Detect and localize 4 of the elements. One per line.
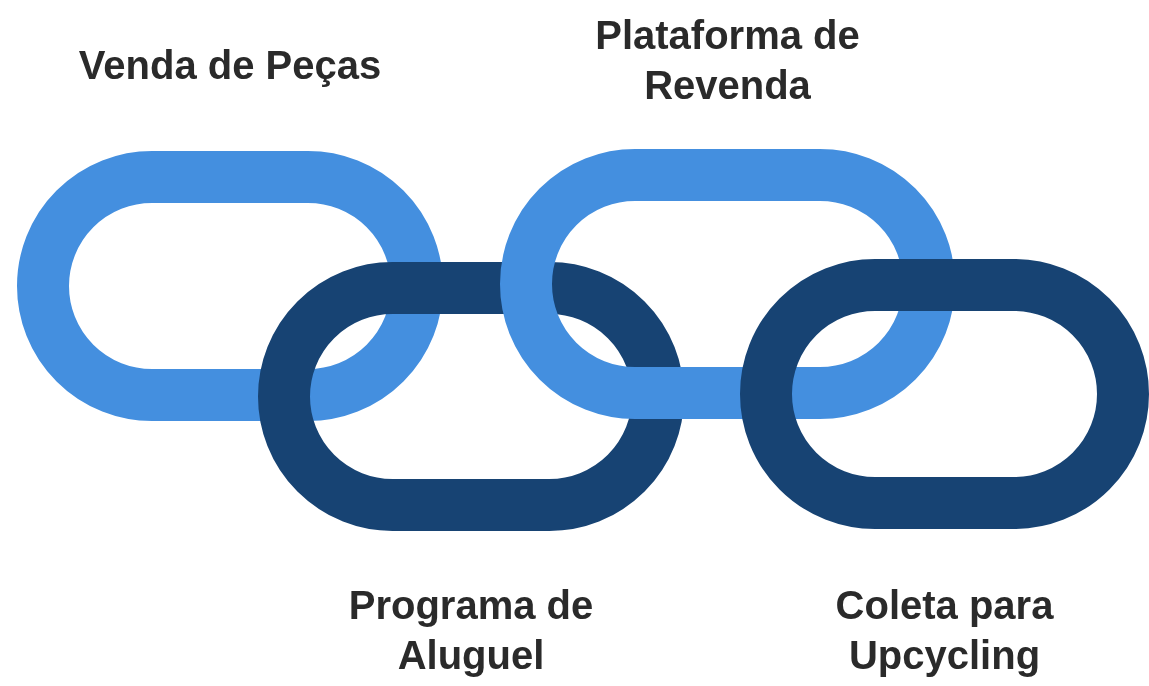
link-label: Venda de Peças — [77, 42, 383, 89]
link-label: Coleta para Upcycling — [834, 582, 1055, 679]
link-label: Programa de Aluguel — [347, 582, 595, 679]
link-label: Plataforma de Revenda — [594, 12, 861, 109]
